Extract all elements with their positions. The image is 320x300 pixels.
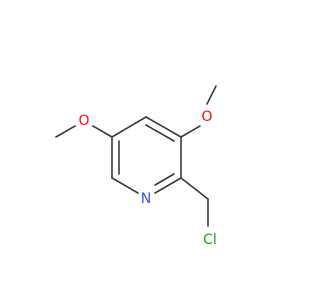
bond-n-c2 bbox=[154, 177, 182, 194]
pyridine-ring bbox=[111, 116, 182, 194]
bond-c3-o bbox=[180, 125, 201, 138]
bond-o-methyl-top bbox=[206, 85, 217, 105]
bond-c2-ch2 bbox=[180, 177, 209, 200]
atom-n-ring: N bbox=[141, 191, 151, 207]
atom-cl: Cl bbox=[203, 232, 217, 248]
bond-n-c2-inner bbox=[154, 173, 175, 186]
bond-c3-c4-inner bbox=[145, 124, 175, 142]
bond-c5-o bbox=[92, 125, 113, 138]
bond-o-methyl-left bbox=[55, 125, 76, 138]
bond-c3-c4 bbox=[145, 116, 182, 138]
bond-c6-n bbox=[111, 177, 139, 194]
atom-o-left: O bbox=[78, 113, 89, 129]
substituents bbox=[55, 85, 217, 227]
molecule-structure: O O N Cl bbox=[55, 85, 217, 248]
bond-c4-c5 bbox=[111, 116, 147, 138]
atom-o-top: O bbox=[201, 109, 212, 125]
